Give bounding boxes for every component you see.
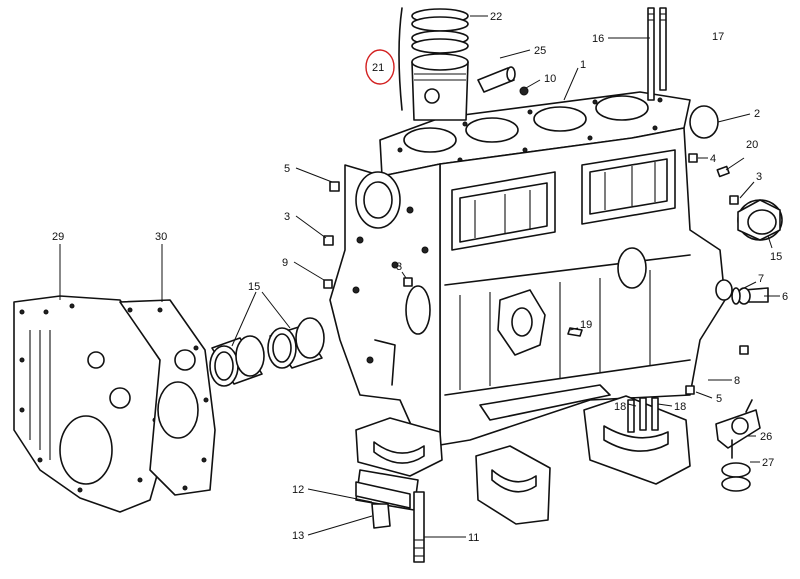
callout-15-right: 15 <box>770 251 782 263</box>
bearing-shell-15-right <box>737 199 783 241</box>
callout-30: 30 <box>155 231 167 243</box>
plug-9 <box>323 279 333 289</box>
head-studs <box>647 7 667 101</box>
cylinder-block <box>329 91 733 446</box>
callout-4: 4 <box>710 153 716 165</box>
main-bearing-cap-centre <box>475 445 551 525</box>
plug-3-right <box>729 195 739 205</box>
callout-18-right: 18 <box>674 401 686 413</box>
callout-22: 22 <box>490 11 502 23</box>
callout-6: 6 <box>782 291 788 303</box>
tappet-chest-openings <box>451 149 676 251</box>
callout-9: 9 <box>282 257 288 269</box>
camshaft-bearings-15 <box>209 317 325 387</box>
callout-25: 25 <box>534 45 546 57</box>
piston-group-brace <box>398 7 403 111</box>
plug-3-mid <box>403 277 413 287</box>
front-plate-bolt-holes <box>19 303 158 493</box>
callout-21-highlight-ring <box>365 49 395 85</box>
core-plug-2 <box>689 105 719 139</box>
crankcase-skirt <box>444 254 691 421</box>
callout-20: 20 <box>746 139 758 151</box>
deck-stud-holes <box>397 97 663 163</box>
fuel-pump-boss <box>497 289 546 356</box>
callout-11: 11 <box>468 532 479 544</box>
plug-20 <box>716 165 730 178</box>
callout-17: 17 <box>712 31 724 43</box>
gasket-holes <box>127 307 209 491</box>
callout-12: 12 <box>292 484 304 496</box>
callout-19: 19 <box>580 319 592 331</box>
bolt-6 <box>737 287 769 305</box>
callout-13: 13 <box>292 530 304 542</box>
washer-27 <box>721 462 751 492</box>
callout-18-left: 18 <box>614 401 626 413</box>
callout-10: 10 <box>544 73 556 85</box>
plug-8 <box>739 345 749 355</box>
nut-13 <box>371 503 391 529</box>
callout-3-mid: 3 <box>396 261 402 273</box>
oil-adaptor-26 <box>715 399 761 459</box>
dowel-bracket-12 <box>355 481 411 509</box>
callout-27: 27 <box>762 457 774 469</box>
callout-26: 26 <box>760 431 772 443</box>
callout-1: 1 <box>580 59 586 71</box>
callout-7: 7 <box>758 273 764 285</box>
callout-8: 8 <box>734 375 740 387</box>
callout-5-top: 5 <box>284 163 290 175</box>
callout-21: 21 <box>372 62 384 74</box>
callout-3-left: 3 <box>284 211 290 223</box>
plug-3-left <box>323 235 334 246</box>
washer-7 <box>731 287 741 305</box>
callout-15-left: 15 <box>248 281 260 293</box>
callout-2: 2 <box>754 108 760 120</box>
piston-rings <box>411 8 469 54</box>
callout-labels: 22 25 21 10 1 16 17 2 4 20 3 15 7 6 8 5 … <box>52 11 788 544</box>
piston <box>411 53 469 121</box>
callout-16: 16 <box>592 33 604 45</box>
main-cap-stud-11 <box>413 491 425 563</box>
plug-5-top <box>329 181 340 192</box>
front-face-details <box>352 171 431 386</box>
plug-4 <box>688 153 698 163</box>
callout-5-bottom: 5 <box>716 393 722 405</box>
cap-studs-18 <box>627 397 659 433</box>
plug-5-bottom <box>685 385 695 395</box>
plug-10 <box>519 86 529 96</box>
main-bearing-cap-rear <box>583 395 691 485</box>
front-plate-29 <box>13 295 171 513</box>
gudgeon-pin <box>477 66 516 93</box>
leader-lines <box>59 15 780 538</box>
gasket-30 <box>119 299 216 496</box>
callout-29: 29 <box>52 231 64 243</box>
callout-3-right: 3 <box>756 171 762 183</box>
